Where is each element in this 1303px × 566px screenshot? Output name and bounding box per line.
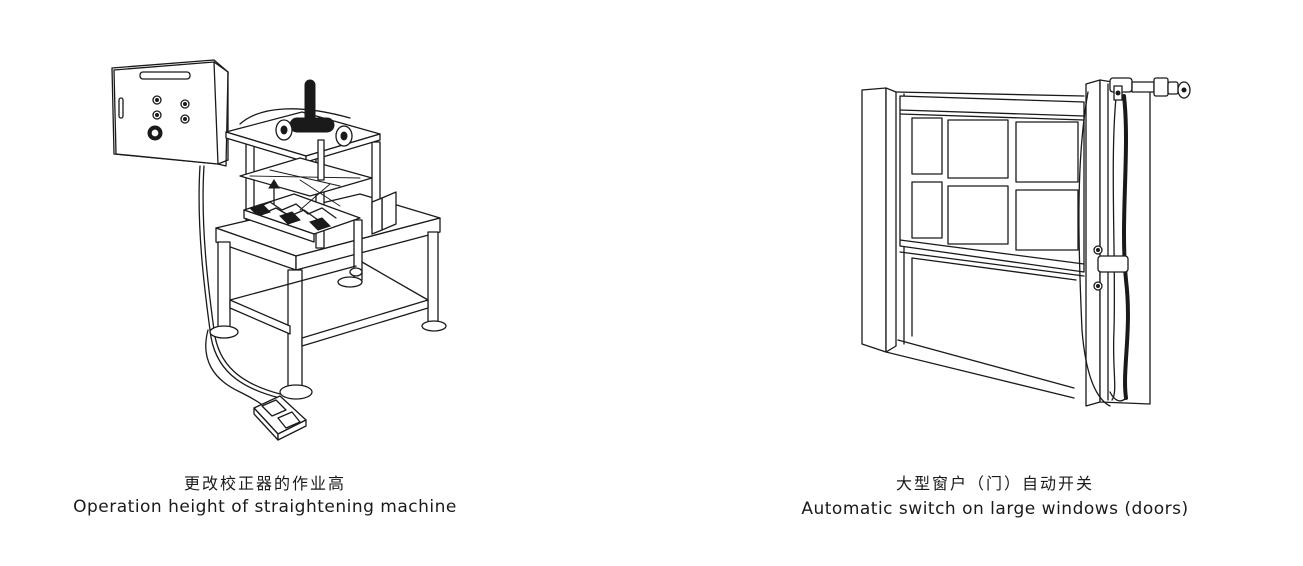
- caption-english: Operation height of straightening machin…: [73, 497, 457, 517]
- caption-block-left: 更改校正器的作业高 Operation height of straighten…: [0, 470, 530, 517]
- actuator-rod: [1093, 77, 1191, 402]
- foot-pedal: [253, 395, 307, 441]
- caption-chinese: 更改校正器的作业高: [183, 474, 346, 493]
- figure-window-switch: 大型窗户（门）自动开关 Automatic switch on large wi…: [660, 0, 1303, 566]
- window-switch-illustration: [861, 77, 1191, 407]
- straightening-machine-illustration: [111, 59, 447, 441]
- window-frame: [861, 87, 1085, 399]
- caption-block-right: 大型窗户（门）自动开关 Automatic switch on large wi…: [785, 470, 1205, 519]
- press-structure: [225, 79, 397, 249]
- caption-chinese: 大型窗户（门）自动开关: [895, 474, 1094, 493]
- figure-straightening-machine: 更改校正器的作业高 Operation height of straighten…: [0, 59, 530, 517]
- caption-english: Automatic switch on large windows (doors…: [801, 499, 1189, 519]
- control-box: [111, 59, 229, 167]
